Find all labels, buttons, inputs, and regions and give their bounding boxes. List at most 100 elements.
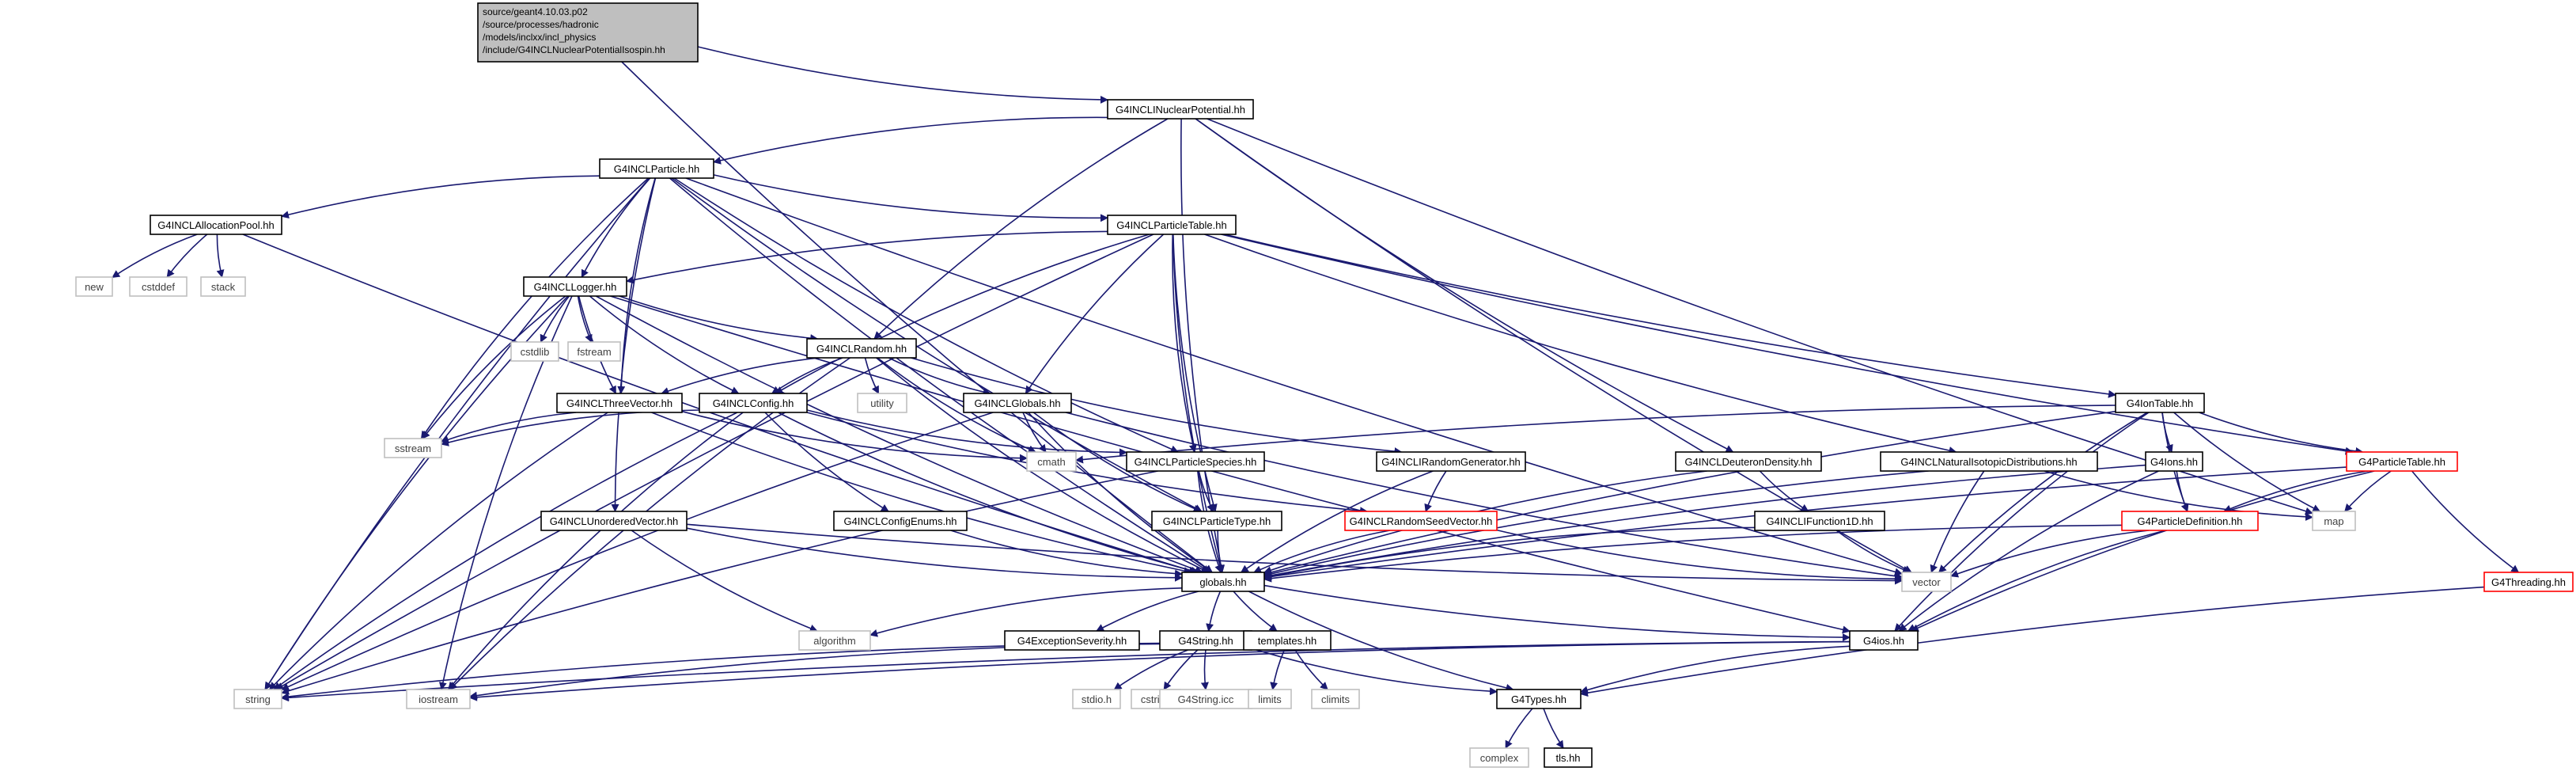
node-random[interactable]: G4INCLRandom.hh: [806, 338, 917, 359]
node-label: G4String.hh: [1178, 635, 1233, 647]
edge-globals-to-g4string: [1206, 591, 1222, 632]
node-label: globals.hh: [1199, 576, 1246, 588]
node-species[interactable]: G4INCLParticleSpecies.hh: [1126, 451, 1265, 472]
node-box: [2483, 572, 2574, 592]
edge-species-to-string: [281, 470, 1158, 695]
edge-g4string-to-cstring: [1163, 649, 1199, 690]
node-ifunc[interactable]: G4INCLIFunction1D.hh: [1754, 511, 1885, 531]
node-nucpot[interactable]: G4INCLINuclearPotential.hh: [1107, 99, 1254, 120]
node-box: [1159, 630, 1252, 651]
edge-g4ios-to-g4types: [1580, 645, 1851, 694]
edge-particle-to-species: [673, 177, 1179, 453]
node-ptype[interactable]: G4INCLParticleType.hh: [1151, 511, 1282, 531]
edge-iontable-to-map: [2173, 412, 2321, 512]
node-alloc[interactable]: G4INCLAllocationPool.hh: [150, 215, 282, 235]
node-sstream: sstream: [384, 438, 442, 458]
node-label: G4INCLAllocationPool.hh: [157, 219, 274, 231]
node-stack: stack: [200, 276, 246, 297]
edge-natiso-to-map: [2044, 470, 2313, 521]
node-rgen[interactable]: G4INCLIRandomGenerator.hh: [1376, 451, 1526, 472]
node-label: G4Threading.hh: [2491, 576, 2566, 588]
edge-particle-to-sstream: [420, 177, 650, 439]
node-natiso[interactable]: G4INCLNaturalIsotopicDistributions.hh: [1880, 451, 2098, 472]
edge-logger-to-sstream: [422, 295, 566, 439]
node-templates[interactable]: templates.hh: [1243, 630, 1332, 651]
node-box: [75, 276, 113, 297]
node-box: [2312, 511, 2356, 531]
node-box: [2121, 511, 2259, 531]
edge-inclglobals-to-globals: [1028, 412, 1214, 573]
node-box: [1248, 689, 1292, 709]
edge-config-to-string: [273, 412, 738, 690]
edge-particle-to-unordered: [611, 177, 657, 512]
node-box: [2115, 393, 2205, 413]
node-climits: climits: [1311, 689, 1360, 709]
node-label: G4INCLINuclearPotential.hh: [1116, 104, 1245, 116]
node-g4types[interactable]: G4Types.hh: [1496, 689, 1582, 709]
node-box: [1107, 99, 1254, 120]
node-threevec[interactable]: G4INCLThreeVector.hh: [556, 393, 683, 413]
node-iontable[interactable]: G4IonTable.hh: [2115, 393, 2205, 413]
node-pdef[interactable]: G4ParticleDefinition.hh: [2121, 511, 2259, 531]
node-config[interactable]: G4INCLConfig.hh: [699, 393, 808, 413]
node-label: sstream: [395, 443, 431, 454]
edge-globals-to-algorithm: [869, 587, 1183, 637]
node-excsev[interactable]: G4ExceptionSeverity.hh: [1004, 630, 1140, 651]
node-label: G4Ions.hh: [2150, 456, 2198, 468]
node-label: G4Types.hh: [1511, 693, 1566, 705]
edge-unordered-to-globals: [686, 527, 1183, 582]
node-label: stack: [211, 281, 236, 293]
node-ions[interactable]: G4Ions.hh: [2145, 451, 2203, 472]
node-g4string[interactable]: G4String.hh: [1159, 630, 1252, 651]
node-globals[interactable]: globals.hh: [1181, 572, 1265, 592]
node-box: [1496, 689, 1582, 709]
edge-ions-to-globals: [1263, 464, 2146, 579]
node-label: G4INCLConfig.hh: [713, 397, 794, 409]
node-g4ptable[interactable]: G4ParticleTable.hh: [2346, 451, 2458, 472]
edge-logger-to-fstream: [577, 295, 593, 343]
node-seed[interactable]: G4INCLRandomSeedVector.hh: [1344, 511, 1498, 531]
edge-random-to-config: [771, 357, 843, 394]
node-label: vector: [1912, 576, 1941, 588]
edge-iontable-to-g4ptable: [2199, 412, 2364, 455]
node-label: G4String.icc: [1178, 693, 1234, 705]
node-logger[interactable]: G4INCLLogger.hh: [523, 276, 627, 297]
edge-globals-to-g4ios: [1263, 584, 1851, 642]
node-ptable[interactable]: G4INCLParticleTable.hh: [1107, 215, 1237, 235]
node-label: G4INCLNaturalIsotopicDistributions.hh: [1900, 456, 2077, 468]
node-box: [384, 438, 442, 458]
node-cenums[interactable]: G4INCLConfigEnums.hh: [833, 511, 968, 531]
root-path-line: source/geant4.10.03.p02: [483, 6, 588, 17]
node-root[interactable]: source/geant4.10.03.p02/source/processes…: [477, 2, 699, 63]
node-tls[interactable]: tls.hh: [1544, 747, 1593, 768]
edge-particle-to-alloc: [281, 175, 600, 219]
node-box: [2145, 451, 2203, 472]
edge-logger-to-g4ios: [610, 295, 1851, 634]
node-label: G4INCLGlobals.hh: [974, 397, 1060, 409]
edge-g4types-to-tls: [1543, 708, 1564, 749]
edge-pdef-to-g4ios: [1907, 530, 2166, 632]
node-cstdlib: cstdlib: [510, 341, 559, 362]
edge-g4ptable-to-g4ios: [1910, 470, 2375, 632]
node-box: [833, 511, 968, 531]
node-unordered[interactable]: G4INCLUnorderedVector.hh: [540, 511, 688, 531]
edge-ptable-to-string: [275, 234, 1154, 690]
node-box: [1901, 572, 1952, 592]
node-g4ios[interactable]: G4ios.hh: [1849, 630, 1919, 651]
edge-deuteron-to-globals: [1263, 470, 1707, 574]
node-deuteron[interactable]: G4INCLDeuteronDensity.hh: [1675, 451, 1822, 472]
node-box: [1849, 630, 1919, 651]
edge-config-to-sstream: [441, 409, 700, 446]
edge-species-to-ptype: [1198, 470, 1214, 512]
node-box: [1004, 630, 1140, 651]
edge-ptable-to-species: [1172, 234, 1197, 453]
node-particle[interactable]: G4INCLParticle.hh: [599, 158, 714, 179]
edge-g4string-to-iostream: [469, 643, 1161, 700]
edge-particle-to-globals: [669, 177, 1211, 573]
edge-ions-to-g4ios: [1898, 470, 2159, 632]
node-threading[interactable]: G4Threading.hh: [2483, 572, 2574, 592]
node-inclglobals[interactable]: G4INCLGlobals.hh: [963, 393, 1072, 413]
edge-ptable-to-inclglobals: [1025, 234, 1165, 394]
edge-ptable-to-iontable: [1224, 234, 2116, 398]
